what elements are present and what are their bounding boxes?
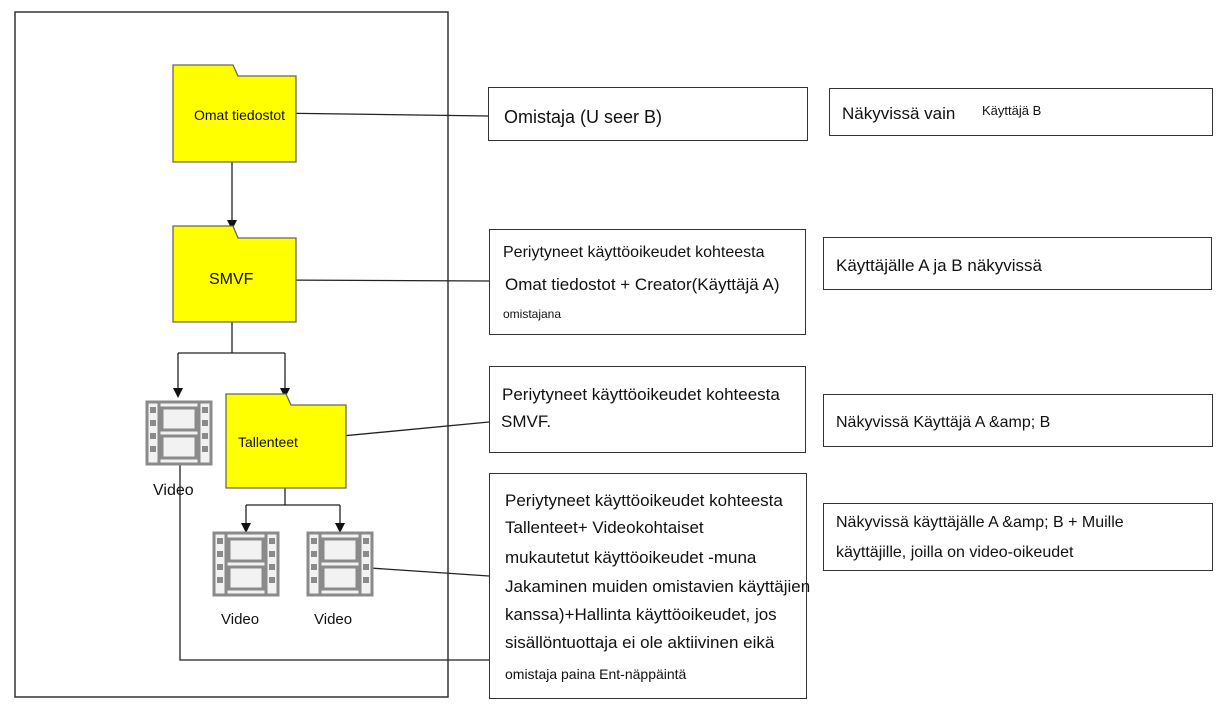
- folder-smvf-icon: [172, 225, 297, 323]
- connector-video-loop: [179, 465, 489, 661]
- permission-omat-line-1: Omistaja (U seer B): [504, 107, 663, 127]
- container-frame: [14, 11, 449, 698]
- folder-omat-icon: [172, 64, 297, 163]
- visibility-box-video: Näkyvissä käyttäjälle A &amp; B + Muille…: [823, 503, 1213, 571]
- visibility-omat-line-1: Näkyvissä vain: [842, 104, 956, 123]
- visibility-box-smvf: Käyttäjälle A ja B näkyvissä: [823, 237, 1212, 290]
- visibility-box-omat: Näkyvissä vain Käyttäjä B: [829, 88, 1213, 136]
- folder-tallenteet-icon: [225, 393, 347, 489]
- permission-video-line-5: kanssa)+Hallinta käyttöoikeudet, jos: [505, 605, 777, 624]
- video-film-icon-3: [306, 531, 374, 597]
- permission-smvf-line-2: Omat tiedostot + Creator(Käyttäjä A): [505, 275, 780, 294]
- video-label-1: Video: [153, 482, 194, 499]
- permission-video-line-4: Jakaminen muiden omistavien käyttäjien: [505, 577, 811, 596]
- video-label-3: Video: [314, 611, 353, 628]
- permission-smvf-line-1: Periytyneet käyttöoikeudet kohteesta: [503, 244, 765, 261]
- visibility-omat-line-2: Käyttäjä B: [982, 103, 1042, 118]
- video-film-icon-2: [212, 531, 280, 597]
- permission-video-line-3: mukautetut käyttöoikeudet -muna: [505, 548, 757, 567]
- visibility-box-tallenteet: Näkyvissä Käyttäjä A &amp; B: [823, 394, 1213, 447]
- permission-video-line-1: Periytyneet käyttöoikeudet kohteesta: [505, 491, 783, 510]
- video-label-2: Video: [221, 611, 260, 628]
- folder-smvf-label: SMVF: [209, 271, 254, 288]
- permission-tallenteet-line-2: SMVF.: [501, 412, 552, 431]
- video-film-icon-1: [145, 400, 213, 466]
- connector-smvf: [269, 279, 490, 282]
- permission-box-video: Periytyneet käyttöoikeudet kohteesta Tal…: [489, 473, 811, 699]
- visibility-video-line-2: käyttäjille, joilla on video-oikeudet: [836, 544, 1074, 561]
- permission-video-line-2: Tallenteet+ Videokohtaiset: [505, 518, 704, 537]
- visibility-smvf-line-1: Käyttäjälle A ja B näkyvissä: [836, 256, 1043, 275]
- permission-box-tallenteet: Periytyneet käyttöoikeudet kohteesta SMV…: [489, 366, 806, 453]
- folder-tallenteet-label: Tallenteet: [238, 434, 298, 450]
- permission-smvf-line-3: omistajana: [503, 307, 562, 321]
- permission-tallenteet-line-1: Periytyneet käyttöoikeudet kohteesta: [502, 385, 780, 404]
- connector-omat: [269, 112, 490, 117]
- visibility-video-line-1: Näkyvissä käyttäjälle A &amp; B + Muille: [836, 514, 1124, 531]
- folder-omat-label: Omat tiedostot: [194, 107, 286, 123]
- permission-video-line-7: omistaja paina Ent-näppäintä: [505, 666, 687, 682]
- visibility-tallenteet-line-1: Näkyvissä Käyttäjä A &amp; B: [836, 414, 1051, 431]
- permission-box-omat: Omistaja (U seer B): [488, 87, 808, 141]
- permission-box-smvf: Periytyneet käyttöoikeudet kohteesta Oma…: [489, 229, 806, 335]
- connector-video: [369, 567, 490, 577]
- permission-video-line-6: sisällöntuottaja ei ole aktiivinen eikä: [505, 633, 775, 652]
